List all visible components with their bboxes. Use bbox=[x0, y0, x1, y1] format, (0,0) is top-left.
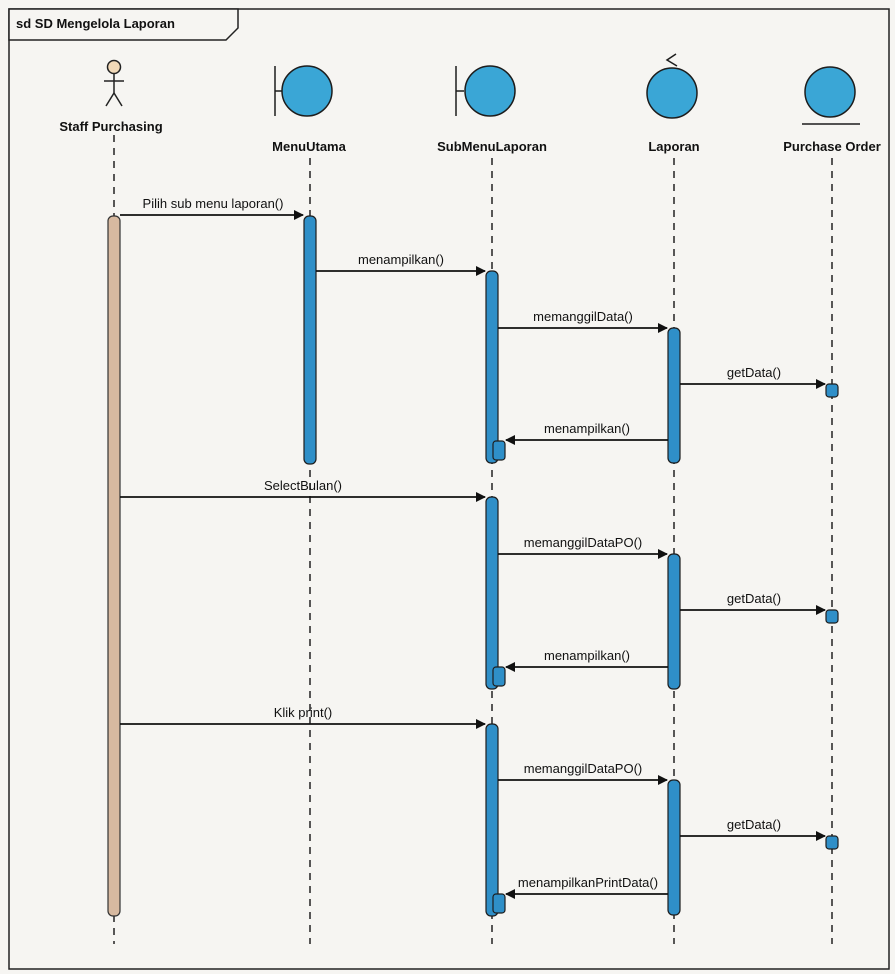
message-label: Pilih sub menu laporan() bbox=[143, 196, 284, 211]
message-label: Klik print() bbox=[274, 705, 333, 720]
message-label: memanggilData() bbox=[533, 309, 633, 324]
actor-stick-figure-icon bbox=[104, 59, 124, 107]
activation-sub-menu-laporan-nested bbox=[492, 440, 506, 461]
message-label: getData() bbox=[727, 817, 781, 832]
actor-name: Staff Purchasing bbox=[59, 119, 162, 134]
boundary-menu-utama-icon bbox=[274, 65, 333, 117]
control-laporan-icon bbox=[646, 53, 698, 119]
activation-sub-menu-laporan bbox=[485, 496, 499, 690]
lifeline-name-menu-utama: MenuUtama bbox=[272, 139, 346, 154]
entity-purchase-order-icon bbox=[802, 66, 860, 125]
lifeline-name-laporan: Laporan bbox=[648, 139, 699, 154]
message-label: memanggilDataPO() bbox=[524, 535, 643, 550]
activation-purchase-order bbox=[825, 383, 839, 398]
lifeline-name-sub-menu-laporan: SubMenuLaporan bbox=[437, 139, 547, 154]
activation-sub-menu-laporan-nested bbox=[492, 666, 506, 687]
message-label: menampilkanPrintData() bbox=[518, 875, 658, 890]
activation-actor bbox=[107, 215, 121, 917]
message-label: menampilkan() bbox=[358, 252, 444, 267]
message-label: getData() bbox=[727, 365, 781, 380]
message-label: menampilkan() bbox=[544, 421, 630, 436]
activation-laporan bbox=[667, 327, 681, 464]
activation-laporan bbox=[667, 779, 681, 916]
boundary-sub-menu-laporan-icon bbox=[455, 65, 516, 117]
frame-title-tab bbox=[8, 8, 239, 41]
activation-menu-utama bbox=[303, 215, 317, 465]
lifeline-name-purchase-order: Purchase Order bbox=[783, 139, 881, 154]
activation-laporan bbox=[667, 553, 681, 690]
activation-sub-menu-laporan bbox=[485, 723, 499, 917]
activation-sub-menu-laporan-nested bbox=[492, 893, 506, 914]
frame-title: sd SD Mengelola Laporan bbox=[16, 16, 175, 31]
diagram-frame bbox=[8, 8, 890, 970]
message-label: getData() bbox=[727, 591, 781, 606]
activation-sub-menu-laporan bbox=[485, 270, 499, 464]
message-label: memanggilDataPO() bbox=[524, 761, 643, 776]
message-label: SelectBulan() bbox=[264, 478, 342, 493]
message-label: menampilkan() bbox=[544, 648, 630, 663]
activation-purchase-order bbox=[825, 835, 839, 850]
activation-purchase-order bbox=[825, 609, 839, 624]
